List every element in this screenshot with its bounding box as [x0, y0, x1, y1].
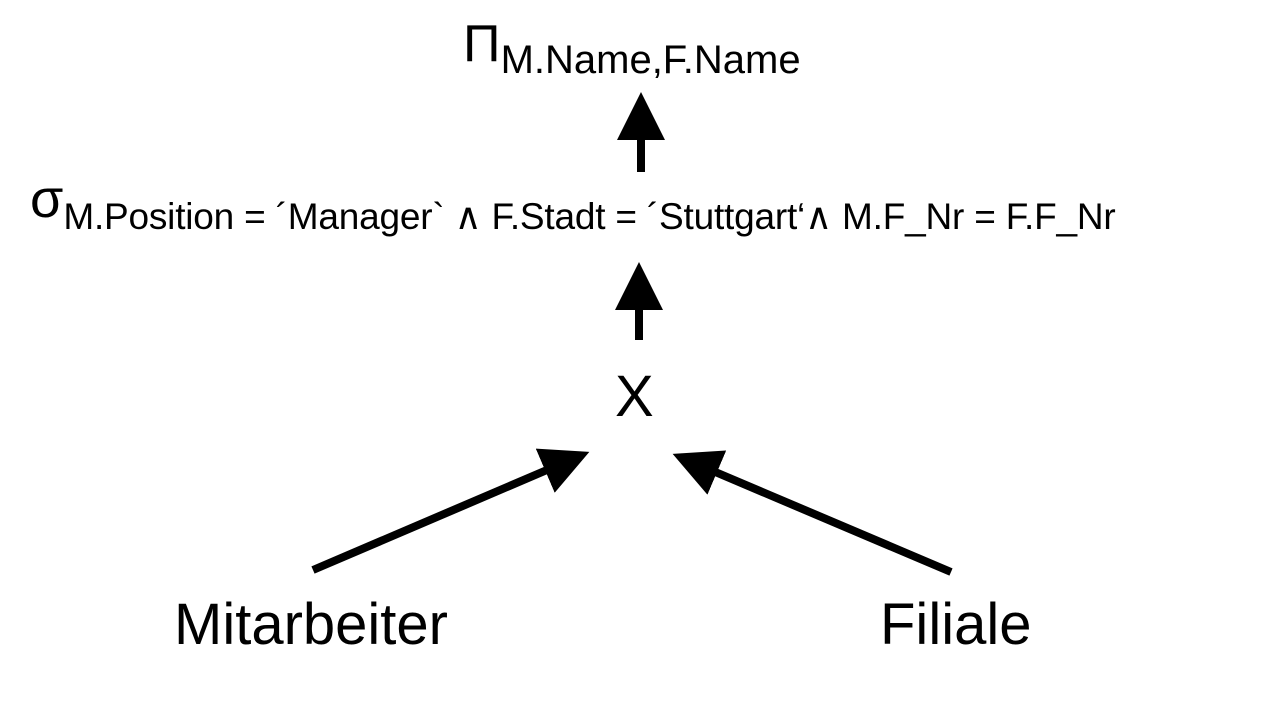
relation-mitarbeiter: Mitarbeiter: [174, 592, 448, 657]
projection-node: ΠM.Name,F.Name: [463, 15, 801, 80]
projection-attributes: M.Name,F.Name: [500, 38, 801, 82]
arrow-left-relation-to-cross: [311, 448, 590, 574]
selection-symbol: σ: [30, 169, 64, 229]
relation-filiale: Filiale: [880, 592, 1032, 657]
selection-node: σM.Position = ´Manager` ∧ F.Stadt = ´Stu…: [30, 172, 1116, 237]
projection-symbol: Π: [463, 15, 501, 73]
selection-predicate: M.Position = ´Manager` ∧ F.Stadt = ´Stut…: [63, 196, 1116, 237]
arrow-right-relation-to-cross: [672, 450, 953, 576]
cross-product-node: X: [615, 364, 654, 429]
